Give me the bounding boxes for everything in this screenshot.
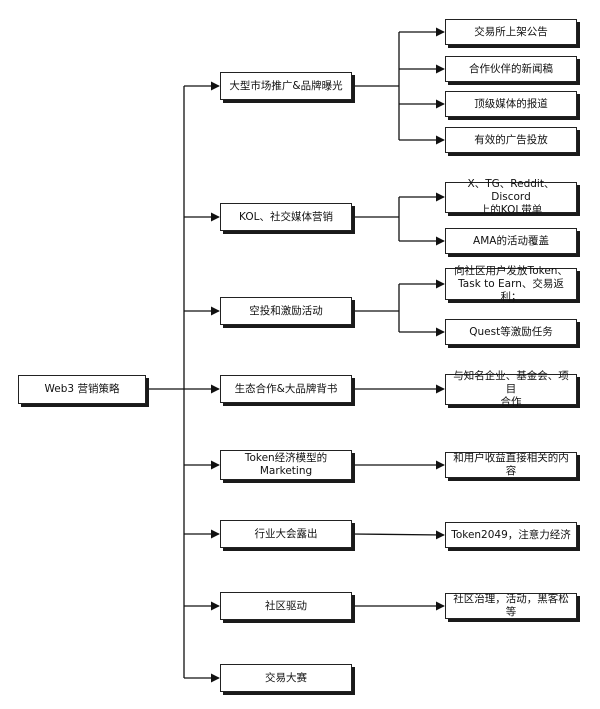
- strategy-node-brand-exposure: 大型市场推广&品牌曝光: [220, 72, 352, 100]
- strategy-label: 空投和激励活动: [249, 304, 323, 317]
- detail-node: X、TG、Reddit、Discord 上的KOL带单: [445, 178, 577, 216]
- detail-node: 和用户收益直接相关的内容: [445, 452, 577, 478]
- strategy-node-ecosystem: 生态合作&大品牌背书: [220, 375, 352, 403]
- detail-node: 合作伙伴的新闻稿: [445, 56, 577, 82]
- detail-label: Token2049，注意力经济: [451, 528, 571, 541]
- detail-node: 有效的广告投放: [445, 127, 577, 153]
- detail-node: Token2049，注意力经济: [445, 522, 577, 548]
- detail-node: Quest等激励任务: [445, 319, 577, 345]
- detail-node: 交易所上架公告: [445, 19, 577, 45]
- strategy-label: 生态合作&大品牌背书: [234, 382, 338, 395]
- strategy-node-token-economics: Token经济模型的 Marketing: [220, 450, 352, 480]
- detail-label-line: 合作: [500, 396, 522, 408]
- detail-node: 与知名企业、基金会、项目 合作: [445, 370, 577, 408]
- detail-label: 有效的广告投放: [474, 133, 548, 146]
- root-node: Web3 营销策略: [18, 375, 146, 404]
- detail-label: 和用户收益直接相关的内容: [453, 452, 569, 477]
- strategy-label: 交易大赛: [265, 671, 307, 684]
- detail-label: AMA的活动覆盖: [473, 234, 549, 247]
- strategy-label: 大型市场推广&品牌曝光: [229, 79, 343, 92]
- detail-label-line: Task to Earn、交易返利；: [458, 277, 564, 303]
- strategy-node-kol-social: KOL、社交媒体营销: [220, 203, 352, 231]
- strategy-label: KOL、社交媒体营销: [239, 210, 333, 223]
- root-label: Web3 营销策略: [44, 383, 120, 395]
- strategy-node-trading-contest: 交易大赛: [220, 664, 352, 692]
- detail-label: 顶级媒体的报道: [474, 97, 548, 110]
- detail-node: AMA的活动覆盖: [445, 228, 577, 254]
- detail-label-line: 上的KOL带单: [479, 204, 543, 216]
- strategy-label-line: Marketing: [259, 465, 313, 477]
- detail-label: 社区治理，活动，黑客松等: [453, 593, 569, 618]
- strategy-node-conference: 行业大会露出: [220, 520, 352, 548]
- strategy-label-line: Token经济模型的: [244, 452, 328, 464]
- detail-arrow: [351, 530, 445, 540]
- detail-label: Quest等激励任务: [469, 325, 553, 338]
- detail-node: 向社区用户发放Token、 Task to Earn、交易返利；: [445, 264, 577, 303]
- strategy-node-community: 社区驱动: [220, 592, 352, 620]
- strategy-label: 行业大会露出: [254, 527, 318, 540]
- detail-label: 交易所上架公告: [474, 25, 548, 38]
- detail-label: 合作伙伴的新闻稿: [469, 62, 553, 75]
- detail-node: 社区治理，活动，黑客松等: [445, 593, 577, 619]
- strategy-node-airdrop: 空投和激励活动: [220, 297, 352, 325]
- detail-label-line: 向社区用户发放Token、: [454, 264, 568, 277]
- detail-node: 顶级媒体的报道: [445, 91, 577, 117]
- detail-label-line: X、TG、Reddit、Discord: [467, 178, 555, 203]
- detail-label-line: 与知名企业、基金会、项目: [453, 370, 569, 395]
- strategy-label: 社区驱动: [265, 599, 307, 612]
